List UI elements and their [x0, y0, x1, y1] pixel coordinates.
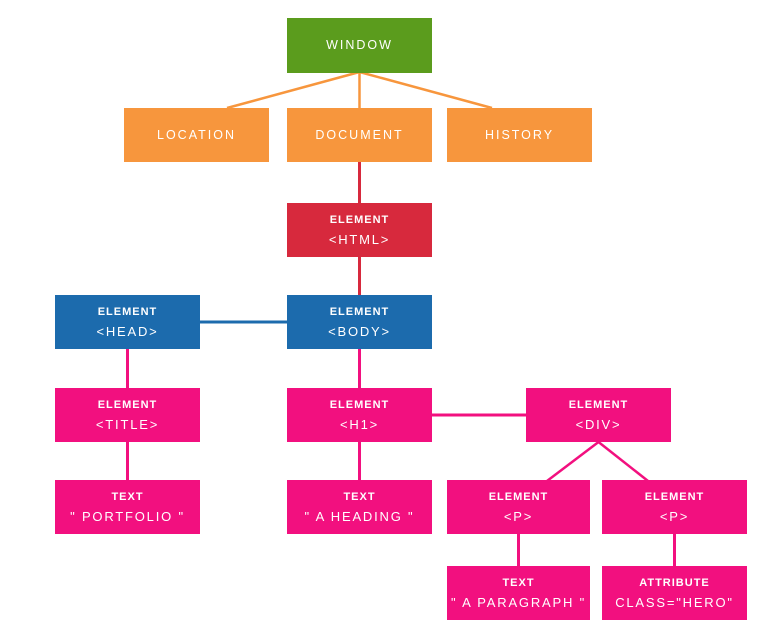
node-type-label: ELEMENT [644, 490, 705, 503]
node-element-html: ELEMENT <HTML> [287, 203, 432, 257]
node-type-label: ELEMENT [97, 398, 158, 411]
node-element-title: ELEMENT <TITLE> [55, 388, 200, 442]
node-tag-value: <HTML> [328, 231, 391, 247]
node-type-label: ELEMENT [97, 305, 158, 318]
node-type-label: ELEMENT [488, 490, 549, 503]
edge-window-location [226, 70, 360, 110]
node-type-label: ELEMENT [329, 398, 390, 411]
node-element-h1: ELEMENT <H1> [287, 388, 432, 442]
node-element-p-first: ELEMENT <P> [447, 480, 590, 534]
node-window: WINDOW [287, 18, 432, 73]
node-document-label: DOCUMENT [315, 127, 404, 142]
node-type-label: ATTRIBUTE [639, 576, 710, 589]
edge-div-p1 [546, 441, 600, 482]
node-type-label: ELEMENT [329, 305, 390, 318]
node-document: DOCUMENT [287, 108, 432, 162]
node-tag-value: <P> [503, 508, 534, 524]
node-tag-value: <P> [659, 508, 690, 524]
node-element-body: ELEMENT <BODY> [287, 295, 432, 349]
node-history: HISTORY [447, 108, 592, 162]
node-text-a-heading: TEXT " A HEADING " [287, 480, 432, 534]
node-attr-value: CLASS="HERO" [615, 594, 734, 610]
node-tag-value: <H1> [339, 416, 379, 432]
node-window-label: WINDOW [326, 38, 393, 53]
node-text-value: " A HEADING " [304, 508, 415, 524]
node-tag-value: <HEAD> [96, 323, 159, 339]
node-element-p-second: ELEMENT <P> [602, 480, 747, 534]
node-location: LOCATION [124, 108, 269, 162]
node-tag-value: <DIV> [575, 416, 622, 432]
node-text-portfolio: TEXT " PORTFOLIO " [55, 480, 200, 534]
edge-div-p2 [597, 441, 649, 482]
node-text-value: " PORTFOLIO " [70, 508, 185, 524]
node-tag-value: <BODY> [328, 323, 391, 339]
edge-window-history [359, 70, 493, 110]
node-type-label: ELEMENT [568, 398, 629, 411]
node-tag-value: <TITLE> [95, 416, 160, 432]
node-text-a-paragraph: TEXT " A PARAGRAPH " [447, 566, 590, 620]
node-text-value: " A PARAGRAPH " [451, 594, 586, 610]
node-type-label: TEXT [111, 490, 144, 503]
node-attribute-class-hero: ATTRIBUTE CLASS="HERO" [602, 566, 747, 620]
node-location-label: LOCATION [157, 127, 236, 142]
node-element-div: ELEMENT <DIV> [526, 388, 671, 442]
node-element-head: ELEMENT <HEAD> [55, 295, 200, 349]
node-type-label: TEXT [343, 490, 376, 503]
node-type-label: ELEMENT [329, 213, 390, 226]
node-type-label: TEXT [502, 576, 535, 589]
node-history-label: HISTORY [484, 127, 555, 142]
